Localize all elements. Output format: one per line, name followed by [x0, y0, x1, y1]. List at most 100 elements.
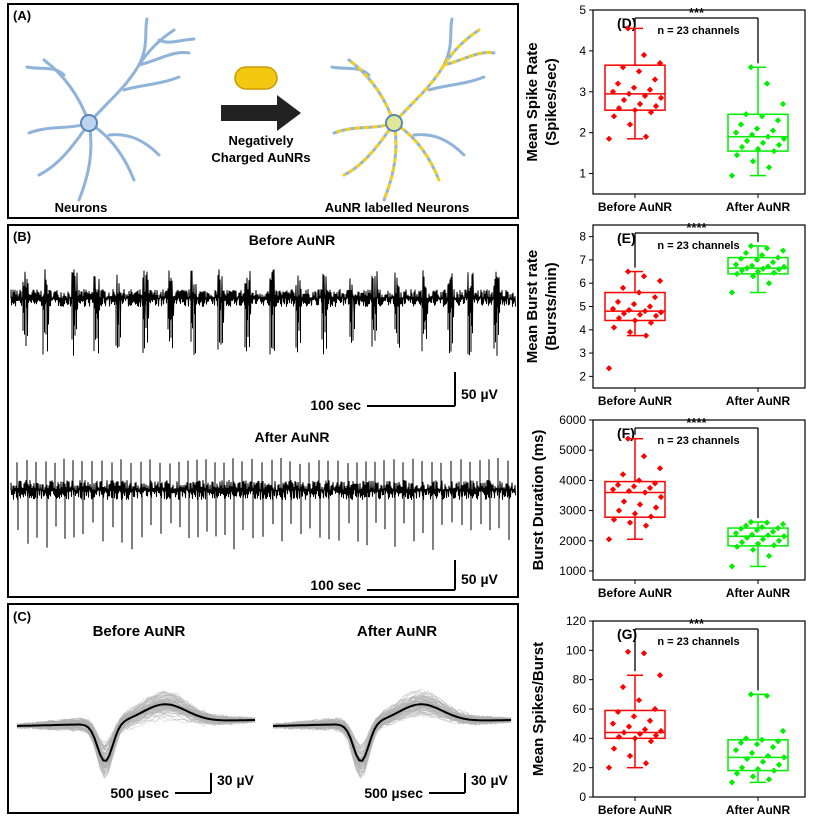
data-point [652, 732, 660, 739]
data-point [640, 453, 648, 460]
data-point [610, 516, 618, 523]
y-tick-label: 4 [579, 44, 586, 58]
data-point [625, 723, 633, 730]
y-tick-label: 1 [579, 167, 586, 181]
data-point [765, 280, 773, 287]
data-point [737, 525, 745, 532]
y-axis-label: Mean Burst rate [524, 250, 541, 363]
data-point [780, 754, 788, 761]
data-point [748, 531, 756, 538]
data-point [763, 692, 771, 699]
data-point [759, 139, 767, 147]
y-axis-label: Mean Spike Rate [524, 42, 541, 161]
trace-top-title: Before AuNR [249, 232, 336, 248]
data-point [656, 277, 664, 284]
data-point [641, 308, 649, 315]
data-point [631, 510, 639, 517]
data-point [646, 717, 654, 724]
data-point [743, 534, 751, 541]
bottom-time-scale-label: 100 sec [310, 577, 361, 593]
data-point [764, 752, 772, 760]
y-tick-label: 60 [573, 702, 587, 716]
waveform-trace [273, 690, 512, 770]
plot-frame [592, 419, 806, 581]
data-point [630, 713, 638, 720]
data-point [631, 107, 639, 114]
y-tick-label: 6 [579, 276, 586, 290]
data-point [630, 301, 638, 308]
y-tick-label: 2 [579, 126, 586, 140]
data-point [742, 249, 750, 257]
panel-b-label: (B) [13, 229, 32, 244]
data-point [753, 741, 761, 748]
data-point [753, 527, 761, 534]
y-axis-label: Mean Spikes/Burst [530, 642, 547, 776]
data-point [642, 133, 650, 140]
data-point [652, 102, 660, 110]
data-point [765, 164, 773, 171]
trace-after [10, 458, 516, 550]
data-point [747, 518, 755, 526]
panel-label: (E) [617, 230, 636, 246]
right-caption: AuNR labelled Neurons [325, 200, 469, 215]
y-tick-label: 40 [573, 731, 587, 745]
n-annotation: n = 23 channels [657, 636, 739, 648]
data-point [641, 489, 649, 496]
data-point [635, 477, 643, 484]
data-point [732, 746, 740, 754]
y-axis-label: (Bursts/min) [543, 262, 560, 350]
data-point [753, 125, 761, 132]
data-point [774, 738, 782, 745]
data-point [614, 708, 622, 716]
data-point [747, 64, 755, 71]
y-tick-label: 0 [579, 790, 586, 804]
data-point [635, 697, 643, 704]
significance-stars: *** [689, 5, 705, 20]
data-point [733, 770, 741, 777]
data-point [640, 650, 648, 657]
x-tick-label: After AuNR [726, 394, 791, 408]
data-point [624, 268, 632, 275]
y-tick-label: 20 [573, 761, 587, 775]
data-point [635, 289, 643, 296]
data-point [656, 672, 664, 679]
y-tick-label: 5000 [559, 443, 586, 457]
neuron-left-icon [25, 17, 196, 202]
data-point [770, 767, 778, 774]
data-point [759, 758, 767, 765]
data-point [614, 80, 622, 87]
data-point [605, 135, 613, 142]
data-point [737, 121, 745, 128]
data-point [615, 507, 623, 514]
data-point [732, 129, 740, 136]
y-tick-label: 3 [579, 346, 586, 360]
waveform-mean [272, 703, 512, 762]
data-point [765, 552, 773, 559]
data-point [758, 736, 766, 743]
panel-a-label: (A) [13, 8, 32, 23]
y-axis-label: Burst Duration (ms) [530, 430, 547, 571]
data-point [615, 733, 623, 740]
data-point [747, 691, 755, 698]
data-point [651, 294, 659, 301]
data-point [626, 121, 634, 128]
data-point [779, 727, 787, 735]
data-point [775, 266, 783, 273]
data-point [656, 465, 664, 472]
data-point [728, 779, 736, 786]
x-tick-label: Before AuNR [598, 586, 673, 600]
data-point [609, 720, 617, 727]
n-annotation: n = 23 channels [657, 435, 739, 447]
data-point [610, 113, 618, 120]
top-volt-scale-label: 50 µV [461, 386, 499, 402]
x-tick-label: After AuNR [726, 200, 791, 214]
panel-c-label: (C) [13, 609, 32, 624]
data-point [646, 86, 654, 93]
y-tick-label: 1000 [559, 564, 586, 578]
data-point [732, 261, 740, 268]
arrow-label-line2: Charged AuNRs [211, 150, 310, 165]
data-point [742, 735, 750, 742]
data-point [642, 760, 650, 767]
panel-label: (D) [617, 15, 636, 31]
y-tick-label: 120 [566, 614, 586, 628]
